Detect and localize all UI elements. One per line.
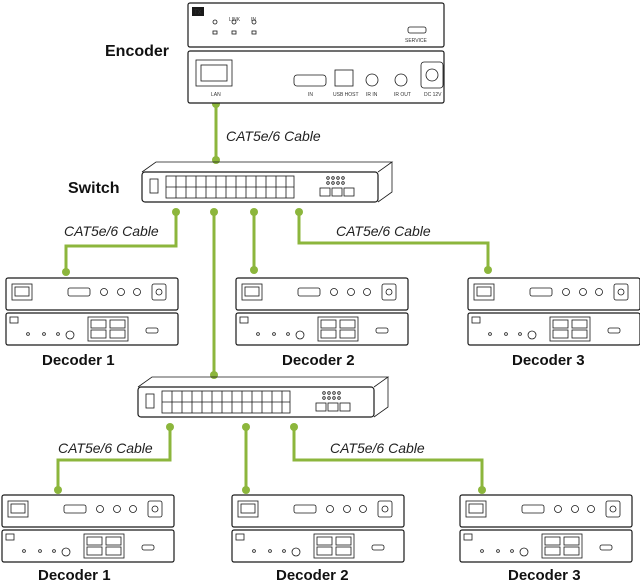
cable-switch2-decoder-3 bbox=[290, 423, 486, 494]
decoder-3-title: Decoder 3 bbox=[512, 352, 585, 369]
cable-switch-switch bbox=[210, 208, 218, 379]
decoder-1b-title: Decoder 1 bbox=[38, 567, 111, 583]
decoder-2b-title: Decoder 2 bbox=[276, 567, 349, 583]
switch-device-2 bbox=[137, 376, 389, 418]
cable-label-right-1: CAT5e/6 Cable bbox=[336, 223, 431, 239]
cable-label-left-1: CAT5e/6 Cable bbox=[64, 223, 159, 239]
cable-label-left-2: CAT5e/6 Cable bbox=[58, 440, 153, 456]
cable-switch-decoder-1 bbox=[62, 208, 180, 276]
encoder-device: TX LINK IN SERVICE LAN IN USB HOST IR IN… bbox=[187, 2, 445, 104]
cable-label-right-2: CAT5e/6 Cable bbox=[330, 440, 425, 456]
encoder-port-in-label: IN bbox=[308, 92, 313, 98]
decoder-1-title: Decoder 1 bbox=[42, 352, 115, 369]
encoder-port-ir-in-label: IR IN bbox=[366, 92, 378, 98]
decoder-3b-title: Decoder 3 bbox=[508, 567, 581, 583]
encoder-tx-badge: TX bbox=[194, 10, 202, 16]
encoder-port-lan-label: LAN bbox=[211, 92, 221, 98]
cable-switch2-decoder-1 bbox=[54, 423, 174, 494]
decoder-3b-device bbox=[459, 494, 633, 563]
encoder-port-ir-out-label: IR OUT bbox=[394, 92, 411, 98]
cable-label-encoder: CAT5e/6 Cable bbox=[226, 128, 321, 144]
decoder-3-device bbox=[467, 277, 640, 346]
decoder-1-device bbox=[5, 277, 179, 346]
encoder-title: Encoder bbox=[105, 43, 169, 60]
cable-switch2-decoder-2 bbox=[242, 423, 250, 494]
cable-switch-decoder-3 bbox=[295, 208, 492, 274]
cable-switch-decoder-2 bbox=[250, 208, 258, 274]
decoder-2-title: Decoder 2 bbox=[282, 352, 355, 369]
encoder-port-dc-label: DC 12V bbox=[424, 92, 442, 98]
encoder-port-usb-host-label: USB HOST bbox=[333, 92, 359, 98]
switch-device-1 bbox=[141, 161, 393, 203]
decoder-2b-device bbox=[231, 494, 405, 563]
encoder-led-in-label: IN bbox=[251, 17, 256, 23]
encoder-service-label: SERVICE bbox=[405, 38, 428, 44]
encoder-led-link-label: LINK bbox=[229, 17, 241, 23]
decoder-2-device bbox=[235, 277, 409, 346]
switch-title: Switch bbox=[68, 180, 120, 197]
decoder-1b-device bbox=[1, 494, 175, 563]
cable-encoder-switch bbox=[212, 100, 220, 164]
